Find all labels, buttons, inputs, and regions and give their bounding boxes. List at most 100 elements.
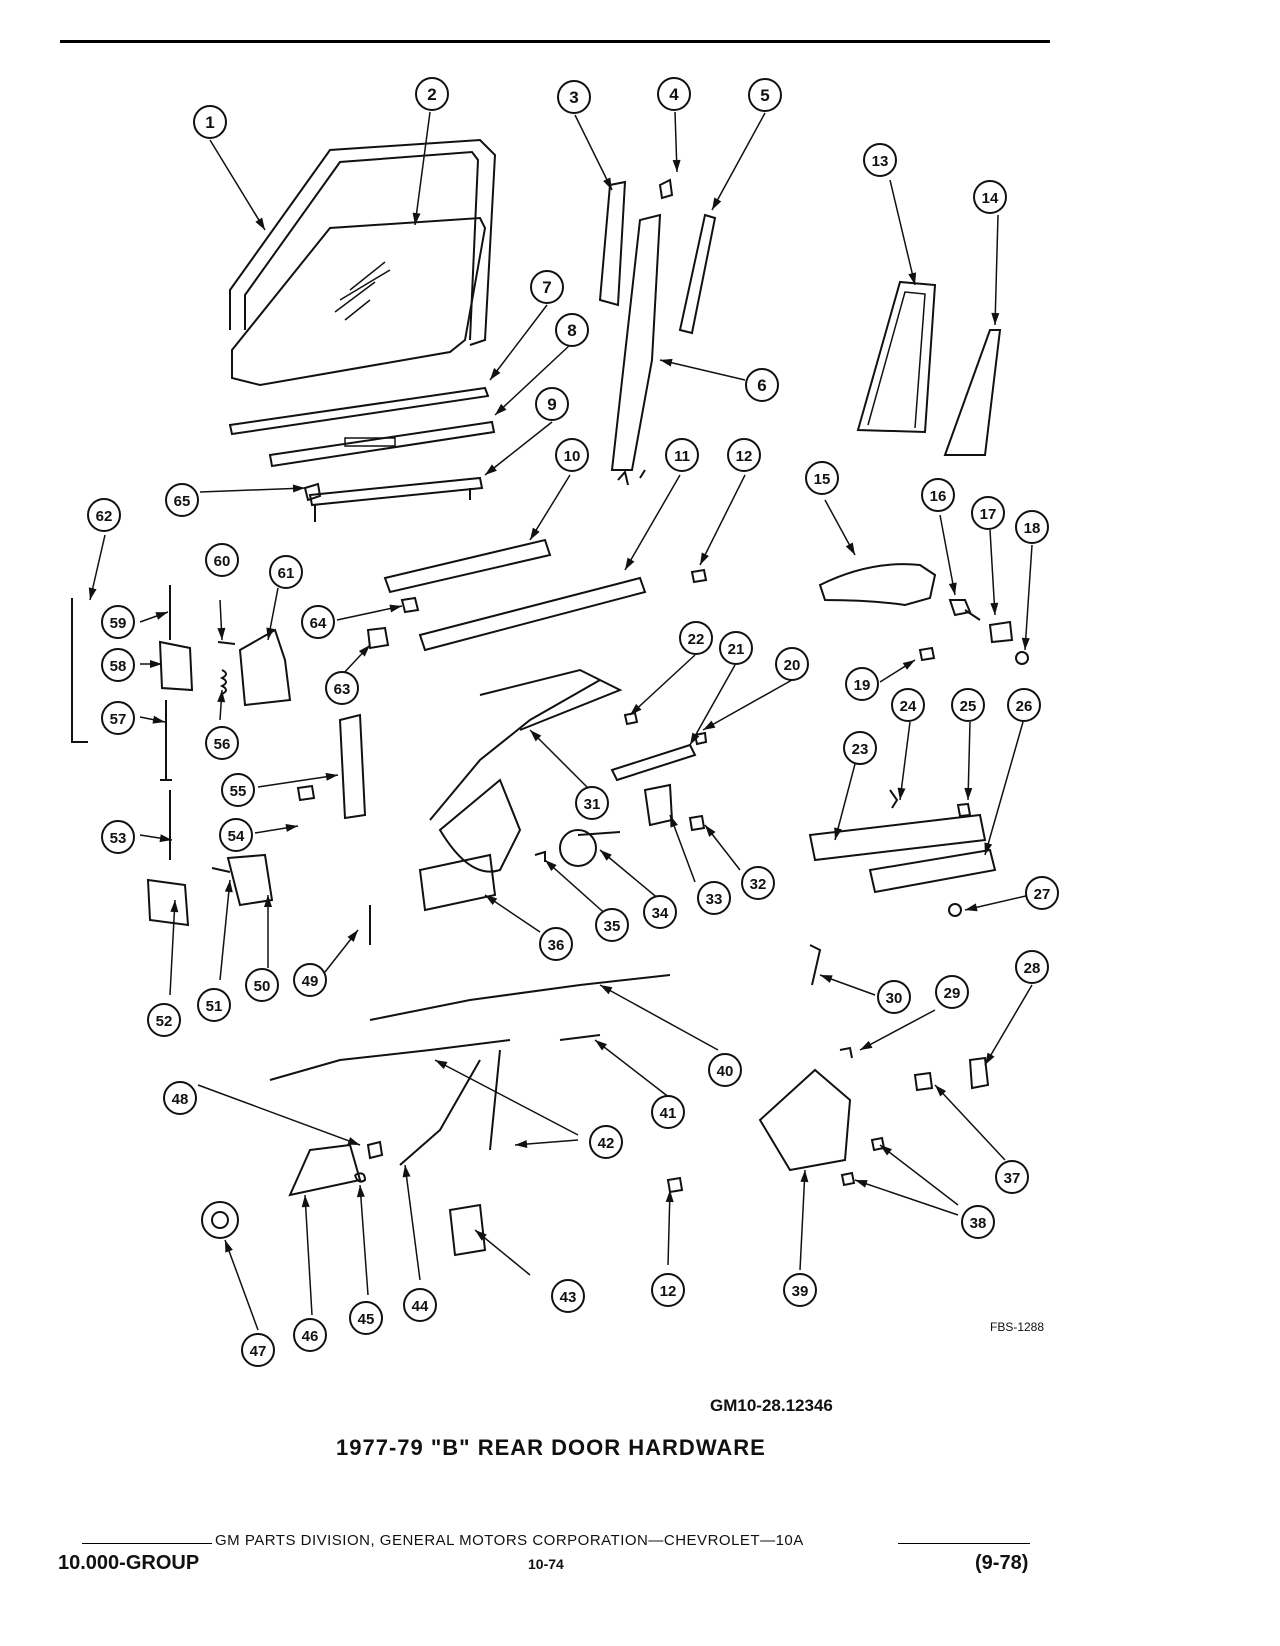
part-inside-handle-23	[808, 813, 987, 862]
part-rod-16	[948, 599, 981, 621]
callout-circle	[551, 1279, 585, 1313]
callout-number: 37	[1004, 1170, 1021, 1187]
callout-circle	[961, 1205, 995, 1239]
part-screw-38b	[840, 1171, 856, 1187]
callout-9: 9	[535, 387, 569, 421]
callout-circle	[891, 688, 925, 722]
callout-circle	[325, 671, 359, 705]
callout-20: 20	[775, 647, 809, 681]
leader-arrowhead	[948, 582, 957, 595]
callout-circle	[557, 80, 591, 114]
callout-circle	[349, 1301, 383, 1335]
callout-63: 63	[325, 671, 359, 705]
part-clip-64	[400, 596, 420, 614]
part-lock-knob-46	[288, 1143, 362, 1197]
callout-circle	[745, 368, 779, 402]
callout-58: 58	[101, 648, 135, 682]
leader-arrowhead	[402, 1165, 411, 1178]
part-hinge-52	[146, 878, 190, 927]
callout-circle	[805, 461, 839, 495]
callout-4: 4	[657, 77, 691, 111]
callout-circle	[403, 1288, 437, 1322]
part-grommet-12b	[666, 1176, 684, 1194]
callout-52: 52	[147, 1003, 181, 1037]
callout-circle	[575, 786, 609, 820]
callout-number: 50	[254, 978, 271, 995]
callout-number: 41	[660, 1105, 677, 1122]
part-hinge-pin-57	[160, 700, 172, 781]
callout-number: 57	[110, 711, 127, 728]
callout-37: 37	[995, 1160, 1029, 1194]
callout-circle	[651, 1273, 685, 1307]
leader-arrowhead	[595, 1040, 607, 1051]
callout-46: 46	[293, 1318, 327, 1352]
callout-circle	[657, 77, 691, 111]
leader-arrowhead	[908, 272, 917, 285]
callout-57: 57	[101, 701, 135, 735]
leader-arrowhead	[700, 552, 709, 565]
leader-arrowhead	[712, 197, 722, 210]
callout-15: 15	[805, 461, 839, 495]
leader-arrowhead	[224, 880, 233, 893]
callout-42: 42	[589, 1125, 623, 1159]
callout-circle	[1025, 876, 1059, 910]
callout-6: 6	[745, 368, 779, 402]
callout-circle	[748, 78, 782, 112]
callout-circle	[1015, 510, 1049, 544]
callout-circle	[193, 105, 227, 139]
callout-39: 39	[783, 1273, 817, 1307]
callout-56: 56	[205, 726, 239, 760]
part-glass-sash-8	[268, 420, 496, 468]
callout-circle	[935, 975, 969, 1009]
callout-number: 63	[334, 681, 351, 698]
callout-25: 25	[951, 688, 985, 722]
callout-number: 34	[652, 905, 669, 922]
leader-arrowhead	[855, 1180, 868, 1188]
part-vent-glass-14	[943, 329, 1002, 456]
callout-2: 2	[415, 77, 449, 111]
leader-arrowhead	[902, 660, 915, 670]
leader-arrowhead	[991, 312, 1000, 325]
callout-number: 45	[358, 1311, 375, 1328]
callout-21: 21	[719, 631, 753, 665]
callout-circle	[863, 143, 897, 177]
part-door-glass-hatch	[334, 261, 391, 321]
leader-arrowhead	[880, 1145, 892, 1156]
callout-3: 3	[557, 80, 591, 114]
callout-11: 11	[665, 438, 699, 472]
callout-circle	[241, 1333, 275, 1367]
callout-circle	[165, 483, 199, 517]
callout-number: 62	[96, 508, 113, 525]
callout-53: 53	[101, 820, 135, 854]
leader-arrowhead	[985, 1052, 995, 1065]
callout-40: 40	[708, 1053, 742, 1087]
callout-29: 29	[935, 975, 969, 1009]
leader-arrowhead	[625, 557, 635, 570]
callout-60: 60	[205, 543, 239, 577]
callout-circle	[665, 438, 699, 472]
part-grommet-47-center	[211, 1211, 229, 1229]
leader-arrowhead	[665, 1190, 674, 1203]
leader-arrowhead	[155, 612, 168, 620]
part-hinge-50	[226, 853, 274, 907]
callout-circle	[539, 927, 573, 961]
callout-62: 62	[87, 498, 121, 532]
leader-arrowhead	[630, 703, 642, 715]
part-lock-actuator-36	[418, 853, 497, 912]
callout-number: 24	[900, 698, 917, 715]
part-lock-39	[758, 1068, 852, 1172]
part-division-channel-6	[610, 213, 662, 471]
part-regulator-bracket-55	[338, 713, 367, 820]
callout-circle	[530, 270, 564, 304]
callout-number: 19	[854, 677, 871, 694]
callout-48: 48	[163, 1081, 197, 1115]
callout-circle	[708, 1053, 742, 1087]
callout-circle	[973, 180, 1007, 214]
callout-number: 47	[250, 1343, 267, 1360]
callout-54: 54	[219, 818, 253, 852]
part-glass-run-channel-inner	[244, 150, 480, 341]
callout-number: 61	[278, 565, 295, 582]
part-clip-63	[366, 626, 390, 650]
leader-arrowhead	[292, 484, 305, 493]
callout-31: 31	[575, 786, 609, 820]
